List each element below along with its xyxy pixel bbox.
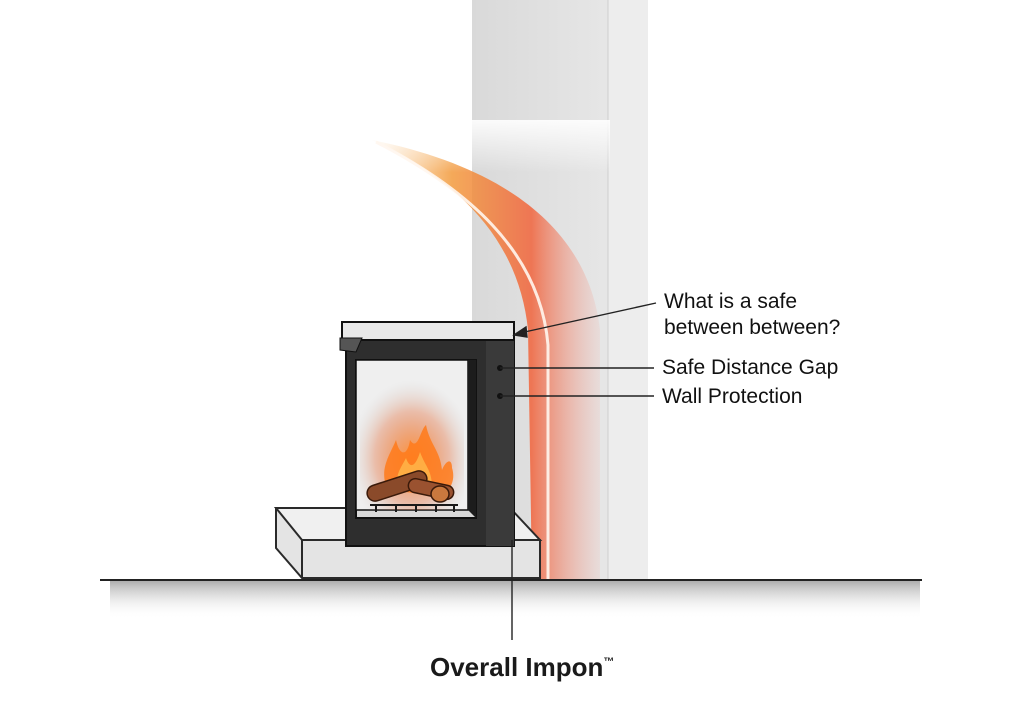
- question-line-2: between between?: [664, 316, 841, 339]
- caption-text: Overall Impon: [430, 652, 604, 682]
- wall-protection-label: Wall Protection: [662, 385, 803, 408]
- heat-radiation-zone: [360, 120, 610, 580]
- safe-distance-gap-label: Safe Distance Gap: [662, 356, 839, 379]
- fire: [366, 425, 458, 512]
- safe-distance-question-label: What is a safe between between?: [664, 289, 840, 341]
- question-leader-line: [519, 302, 657, 334]
- leader-lines: [500, 302, 657, 640]
- floor: [100, 579, 922, 619]
- diagram-caption: Overall Impon™: [430, 652, 614, 683]
- question-arrowhead: [512, 325, 528, 338]
- trademark-mark: ™: [603, 656, 615, 668]
- grate: [370, 504, 458, 512]
- logs: [366, 470, 455, 503]
- question-line-1: What is a safe: [664, 290, 798, 313]
